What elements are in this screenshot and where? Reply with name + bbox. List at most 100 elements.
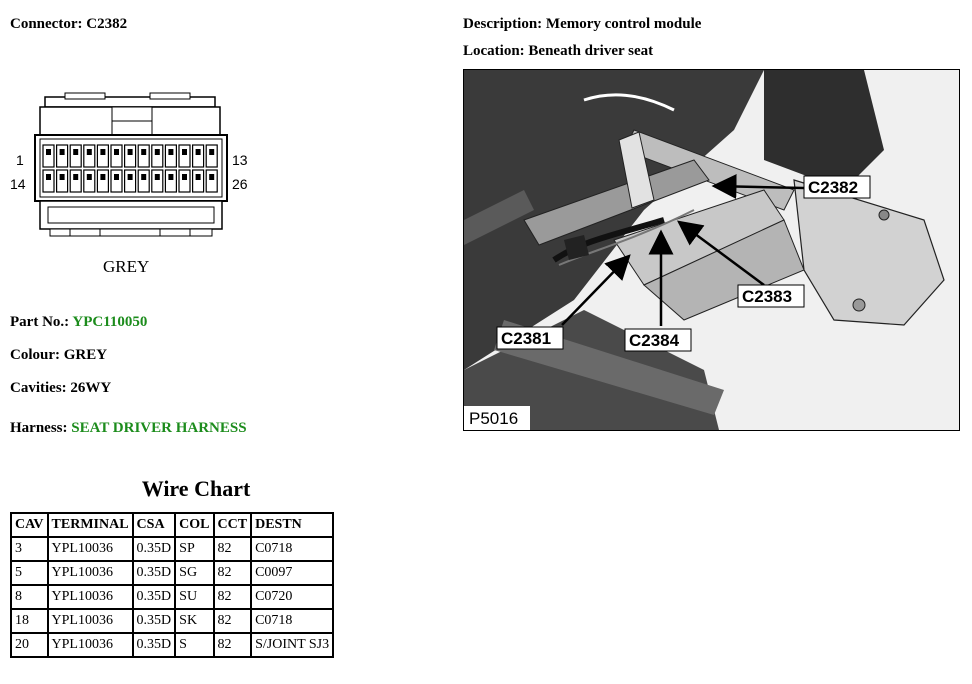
part-number-link[interactable]: YPC110050: [72, 314, 148, 330]
cavities-value: 26WY: [70, 380, 112, 396]
table-cell-col: SG: [174, 560, 215, 586]
cavity-terminal: [209, 149, 215, 155]
connector-cavity: [123, 144, 137, 168]
cavities-label: Cavities:: [10, 380, 67, 396]
description-value: Memory control module: [545, 16, 702, 32]
table-cell-destn: C0097: [250, 560, 335, 586]
column-header-terminal: TERMINAL: [46, 512, 134, 538]
table-cell-csa: 0.35D: [131, 632, 177, 658]
colour-line: Colour: GREY: [10, 347, 107, 364]
wire-chart-title: Wire Chart: [141, 476, 251, 501]
column-header-cct: CCT: [212, 512, 253, 538]
location-line: Location: Beneath driver seat: [463, 43, 653, 60]
cavity-terminal: [195, 149, 201, 155]
cavity-terminal: [59, 174, 65, 180]
connector-cavity: [110, 169, 123, 193]
table-cell-csa: 0.35D: [131, 608, 177, 634]
description-label: Description:: [463, 16, 543, 32]
callout-c2383: C2383: [742, 287, 792, 306]
pin-label-1: 1: [16, 152, 24, 168]
connector-cavity: [178, 169, 191, 193]
location-label: Location:: [463, 43, 525, 59]
table-cell-destn: C0718: [250, 536, 335, 562]
table-cell-cav: 8: [10, 584, 49, 610]
cavity-terminal: [73, 149, 79, 155]
table-cell-col: SK: [174, 608, 215, 634]
pin-label-26: 26: [232, 176, 248, 192]
connector-colour-caption: GREY: [103, 257, 149, 276]
connector-cavity: [42, 169, 55, 193]
callout-arrow-c2383: [676, 220, 765, 287]
table-cell-destn: C0720: [250, 584, 335, 610]
connector-cavity: [164, 144, 177, 168]
harness-label: Harness:: [10, 420, 68, 436]
colour-label: Colour:: [10, 347, 60, 363]
column-header-csa: CSA: [131, 512, 177, 538]
connector-cavity: [123, 169, 137, 193]
connector-cavity: [151, 144, 164, 168]
cavity-terminal: [195, 174, 201, 180]
cavity-terminal: [114, 149, 119, 155]
cavity-terminal: [209, 174, 215, 180]
connector-cavity: [42, 144, 55, 168]
cavity-terminal: [59, 149, 65, 155]
part-number-label: Part No.:: [10, 314, 70, 330]
connector-cavity: [96, 144, 110, 168]
harness-line: Harness: SEAT DRIVER HARNESS: [10, 420, 247, 437]
cavity-terminal: [168, 149, 174, 155]
colour-value: GREY: [63, 347, 108, 363]
pin-label-14: 14: [10, 176, 26, 192]
table-cell-terminal: YPL10036: [46, 632, 134, 658]
table-cell-terminal: YPL10036: [46, 608, 134, 634]
cavity-terminal: [154, 149, 160, 155]
connector-cavity: [83, 169, 96, 193]
connector-cavity: [69, 144, 82, 168]
table-cell-cav: 20: [10, 632, 49, 658]
cavity-terminal: [127, 174, 133, 180]
table-cell-terminal: YPL10036: [46, 584, 134, 610]
pin-label-13: 13: [232, 152, 248, 168]
connector-cavity: [192, 144, 205, 168]
cavity-terminal: [168, 174, 174, 180]
table-cell-terminal: YPL10036: [46, 560, 134, 586]
table-cell-col: S: [174, 632, 215, 658]
connector-cavity: [137, 144, 150, 168]
table-cell-cct: 82: [212, 536, 253, 562]
connector-label: Connector:: [10, 16, 83, 32]
table-cell-col: SU: [174, 584, 215, 610]
table-cell-cav: 3: [10, 536, 49, 562]
cavity-terminal: [100, 149, 106, 155]
cavity-terminal: [182, 149, 187, 155]
cavity-terminal: [154, 174, 160, 180]
part-number-line: Part No.: YPC110050: [10, 314, 147, 331]
callout-arrow-c2382: [711, 174, 805, 199]
column-header-destn: DESTN: [250, 512, 335, 538]
column-header-cav: CAV: [10, 512, 49, 538]
connector-cavity: [55, 144, 69, 168]
connector-cavity: [55, 169, 69, 193]
connector-cavity: [96, 169, 110, 193]
table-cell-terminal: YPL10036: [46, 536, 134, 562]
table-cell-cct: 82: [212, 632, 253, 658]
table-cell-col: SP: [174, 536, 215, 562]
callout-c2382: C2382: [808, 178, 858, 197]
connector-cavity: [110, 144, 123, 168]
table-cell-cav: 18: [10, 608, 49, 634]
table-cell-destn: C0718: [250, 608, 335, 634]
harness-link[interactable]: SEAT DRIVER HARNESS: [71, 420, 247, 436]
cavity-terminal: [73, 174, 79, 180]
cavity-terminal: [86, 174, 92, 180]
connector-cavity: [178, 144, 191, 168]
connector-value: C2382: [86, 16, 128, 32]
table-cell-csa: 0.35D: [131, 560, 177, 586]
cavity-row-bottom: [42, 169, 218, 193]
connector-cavity: [205, 144, 218, 168]
location-illustration: C2382 C2383 C2381 C2384 P5016: [463, 69, 960, 431]
cavity-terminal: [182, 174, 187, 180]
cavity-terminal: [86, 149, 92, 155]
